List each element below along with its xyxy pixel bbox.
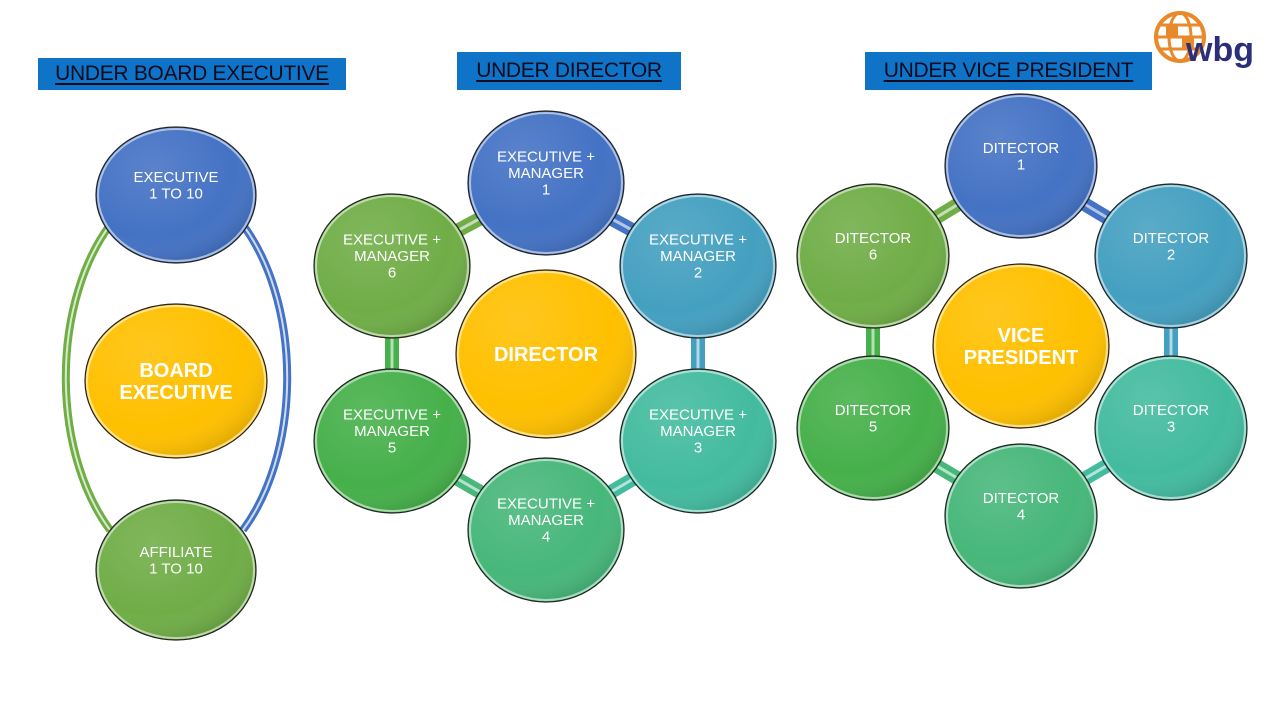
director-node-2-label-line: 2: [694, 265, 702, 282]
node-affiliate-label-line: 1 TO 10: [149, 560, 203, 577]
globe-icon: [1154, 11, 1206, 63]
vice-president-center-label-line: PRESIDENT: [964, 347, 1078, 369]
node-affiliate-label-line: AFFILIATE: [139, 544, 212, 561]
logo-text: wbg: [1185, 31, 1254, 69]
director-node-1-label-line: EXECUTIVE +: [497, 149, 595, 166]
center-board-executive-label-line: BOARD: [139, 360, 212, 382]
director-node-4-label-line: 4: [542, 529, 550, 546]
center-board-executive-label-line: EXECUTIVE: [119, 382, 232, 404]
vice-president-node-2-label-line: 2: [1167, 246, 1175, 263]
director-node-4-label-line: MANAGER: [508, 512, 584, 529]
director-node-1-label-line: 1: [542, 182, 550, 199]
vice-president-node-1-label-line: DITECTOR: [983, 140, 1060, 157]
vice-president-node-2-label-line: DITECTOR: [1133, 230, 1210, 247]
node-executive-label-line: 1 TO 10: [149, 185, 203, 202]
node-executive-highlight: [97, 128, 255, 262]
vice-president-node-5-label-line: 5: [869, 418, 877, 435]
director-node-2-label-line: MANAGER: [660, 248, 736, 265]
director-node-5-label-line: EXECUTIVE +: [343, 407, 441, 424]
director-node-5-label-line: MANAGER: [354, 423, 430, 440]
director-center-label-line: DIRECTOR: [494, 344, 599, 366]
node-executive-label-line: EXECUTIVE: [133, 169, 218, 186]
vice-president-center-highlight: [934, 265, 1108, 427]
director-node-1-highlight: [469, 112, 623, 254]
vice-president-node-3-highlight: [1096, 357, 1246, 499]
vice-president-node-6-label-line: DITECTOR: [835, 230, 912, 247]
vice-president-center-label-line: VICE: [998, 325, 1045, 347]
node-affiliate-highlight: [97, 501, 255, 639]
director-node-6-label-line: MANAGER: [354, 248, 430, 265]
director-node-6-highlight: [315, 195, 469, 337]
vice-president-node-1-highlight: [946, 95, 1096, 237]
director-node-3-label-line: EXECUTIVE +: [649, 407, 747, 424]
center-board-executive-highlight: [86, 305, 266, 457]
director-node-3-highlight: [621, 370, 775, 512]
connector-left-shine: [64, 224, 111, 531]
section-title-vice-president: UNDER VICE PRESIDENT: [865, 52, 1152, 90]
director-node-5-highlight: [315, 370, 469, 512]
director-node-5-label-line: 5: [388, 440, 396, 457]
director-node-2-highlight: [621, 195, 775, 337]
vice-president-node-5-label-line: DITECTOR: [835, 402, 912, 419]
director-node-1-label-line: MANAGER: [508, 165, 584, 182]
section-title-board-executive: UNDER BOARD EXECUTIVE: [38, 58, 346, 90]
wbg-logo: wbg: [1154, 11, 1254, 69]
director-node-4-label-line: EXECUTIVE +: [497, 496, 595, 513]
section-title-director: UNDER DIRECTOR: [457, 52, 681, 90]
vice-president-node-6-highlight: [798, 185, 948, 327]
director-node-6-label-line: EXECUTIVE +: [343, 232, 441, 249]
director-node-3-label-line: 3: [694, 440, 702, 457]
director-node-4-highlight: [469, 459, 623, 601]
vice-president-node-4-label-line: DITECTOR: [983, 490, 1060, 507]
director-center: DIRECTOR: [455, 269, 637, 439]
vice-president-node-4-label-line: 4: [1017, 506, 1025, 523]
director-node-3-label-line: MANAGER: [660, 423, 736, 440]
director-node-6-label-line: 6: [388, 265, 396, 282]
vice-president-node-5-highlight: [798, 357, 948, 499]
director-node-2-label-line: EXECUTIVE +: [649, 232, 747, 249]
vice-president-node-1-label-line: 1: [1017, 156, 1025, 173]
connector-right-shine: [242, 224, 289, 531]
vice-president-node-3-label-line: DITECTOR: [1133, 402, 1210, 419]
vice-president-node-3-label-line: 3: [1167, 418, 1175, 435]
vice-president-node-4-highlight: [946, 445, 1096, 587]
director-center-highlight: [457, 271, 635, 437]
vice-president-node-6-label-line: 6: [869, 246, 877, 263]
vice-president-node-2-highlight: [1096, 185, 1246, 327]
